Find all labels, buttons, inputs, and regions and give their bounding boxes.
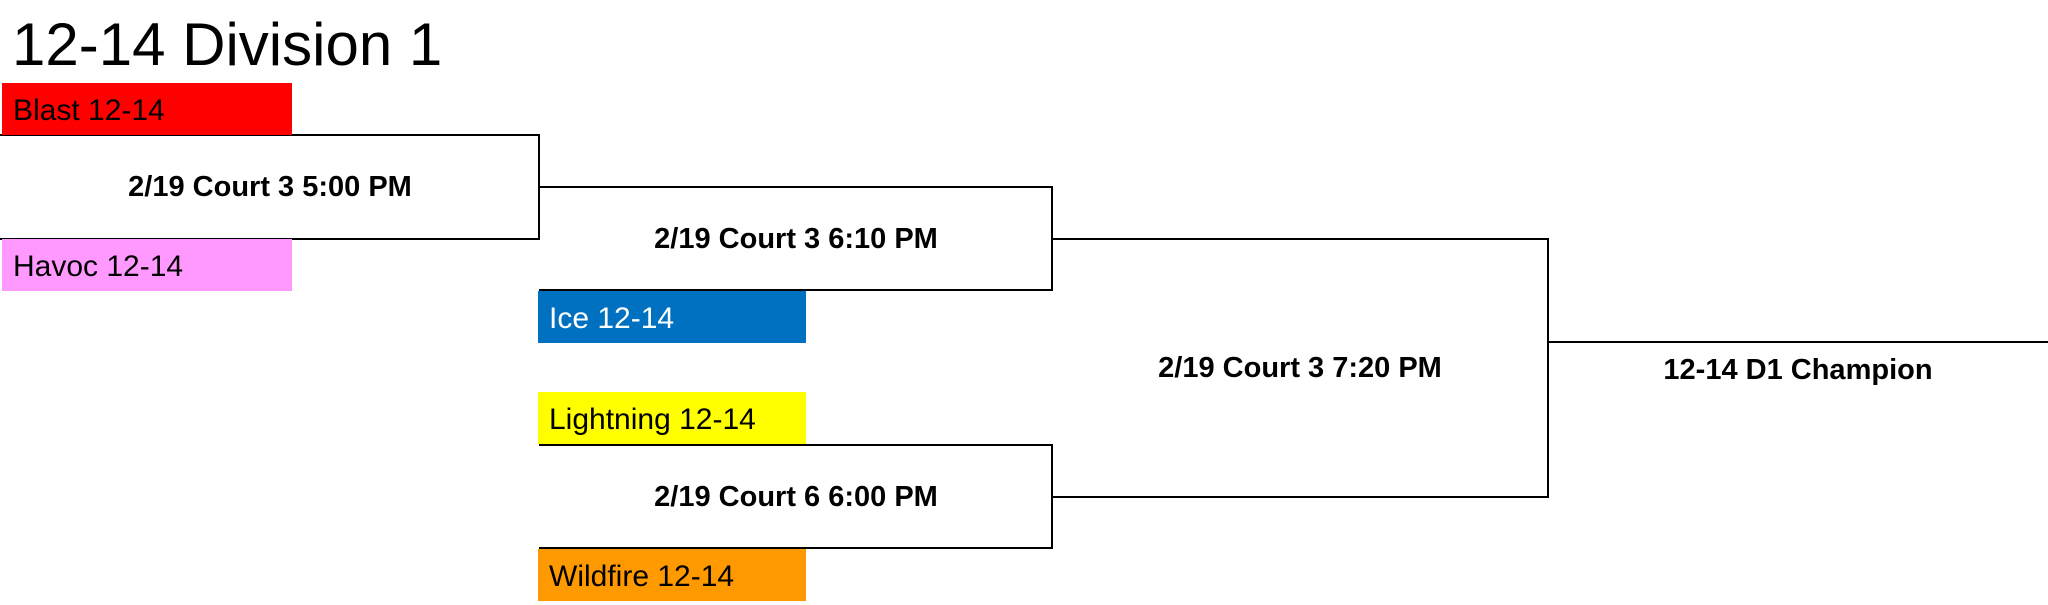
team-wildfire: Wildfire 12-14 <box>538 549 806 601</box>
team-label: Blast 12-14 <box>13 94 165 127</box>
team-havoc: Havoc 12-14 <box>2 239 292 291</box>
team-label: Wildfire 12-14 <box>549 560 735 593</box>
team-label: Havoc 12-14 <box>13 250 184 283</box>
game-b-label: 2/19 Court 3 6:10 PM <box>654 223 938 255</box>
game-a-label: 2/19 Court 3 5:00 PM <box>128 171 412 203</box>
final-game-label: 2/19 Court 3 7:20 PM <box>1158 352 1442 384</box>
bracket-title: 12-14 Division 1 <box>12 11 443 78</box>
team-label: Ice 12-14 <box>549 302 675 335</box>
team-ice: Ice 12-14 <box>538 291 806 343</box>
team-blast: Blast 12-14 <box>2 83 292 135</box>
team-lightning: Lightning 12-14 <box>538 392 806 444</box>
team-label: Lightning 12-14 <box>549 403 756 436</box>
champion-label: 12-14 D1 Champion <box>1663 354 1933 386</box>
game-c-label: 2/19 Court 6 6:00 PM <box>654 481 938 513</box>
